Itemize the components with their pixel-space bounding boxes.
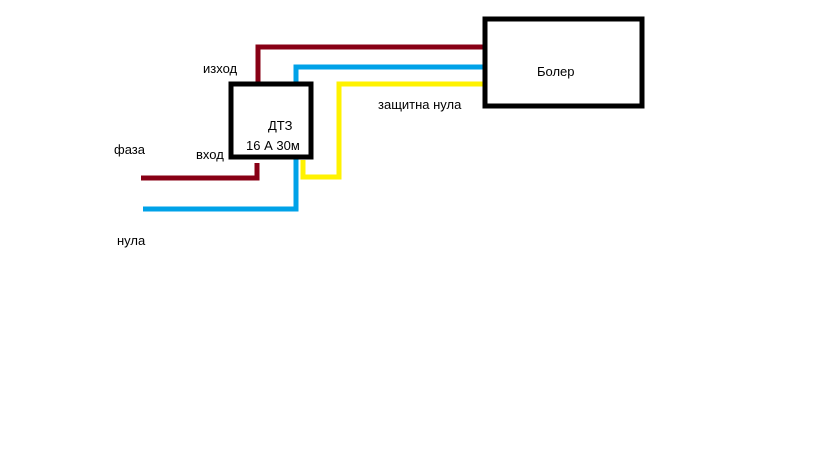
neutral-output-wire [293,64,485,83]
input-label: вход [196,147,224,162]
neutral-input-wire [143,158,299,212]
phase-label: фаза [114,142,145,157]
neutral-label: нула [117,233,146,248]
rcd-name-label: ДТЗ [268,118,293,133]
ground-wire [300,81,485,180]
phase-input-wire [141,163,260,181]
phase-output-wire [255,44,485,84]
ground-label: защитна нула [378,97,462,112]
output-label: изход [203,61,238,76]
rcd-box [228,81,314,160]
boiler-box [482,16,645,109]
rcd-rating-label: 16 А 30м [246,138,300,153]
boiler-label: Болер [537,64,575,79]
